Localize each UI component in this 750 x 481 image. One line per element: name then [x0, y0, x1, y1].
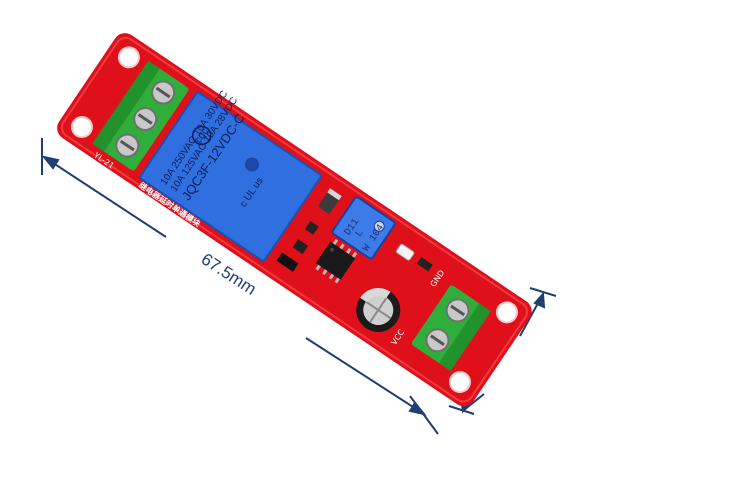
timer-ic: [315, 239, 358, 284]
length-dimension: [41, 138, 439, 435]
pcb-board: [57, 33, 532, 407]
relay-module: cqc 10A 250VAC 10A 30VDC 10A 125VAC 10A …: [57, 33, 532, 407]
mounting-hole: [70, 116, 93, 139]
resistor: [416, 256, 433, 272]
power-terminal-block: [411, 285, 491, 371]
electrolytic-capacitor: [356, 288, 401, 333]
power-led: [396, 243, 415, 261]
cqc-logo: [191, 125, 212, 146]
smd-transistor: [304, 220, 319, 235]
mounting-hole: [448, 371, 471, 394]
potentiometer: D11 L W 104: [331, 196, 396, 260]
mounting-hole: [495, 301, 518, 324]
mounting-hole: [117, 46, 140, 69]
output-terminal-block: [92, 60, 189, 171]
pot-line-2: L: [354, 228, 366, 239]
relay: cqc 10A 250VAC 10A 30VDC 10A 125VAC 10A …: [139, 89, 322, 262]
